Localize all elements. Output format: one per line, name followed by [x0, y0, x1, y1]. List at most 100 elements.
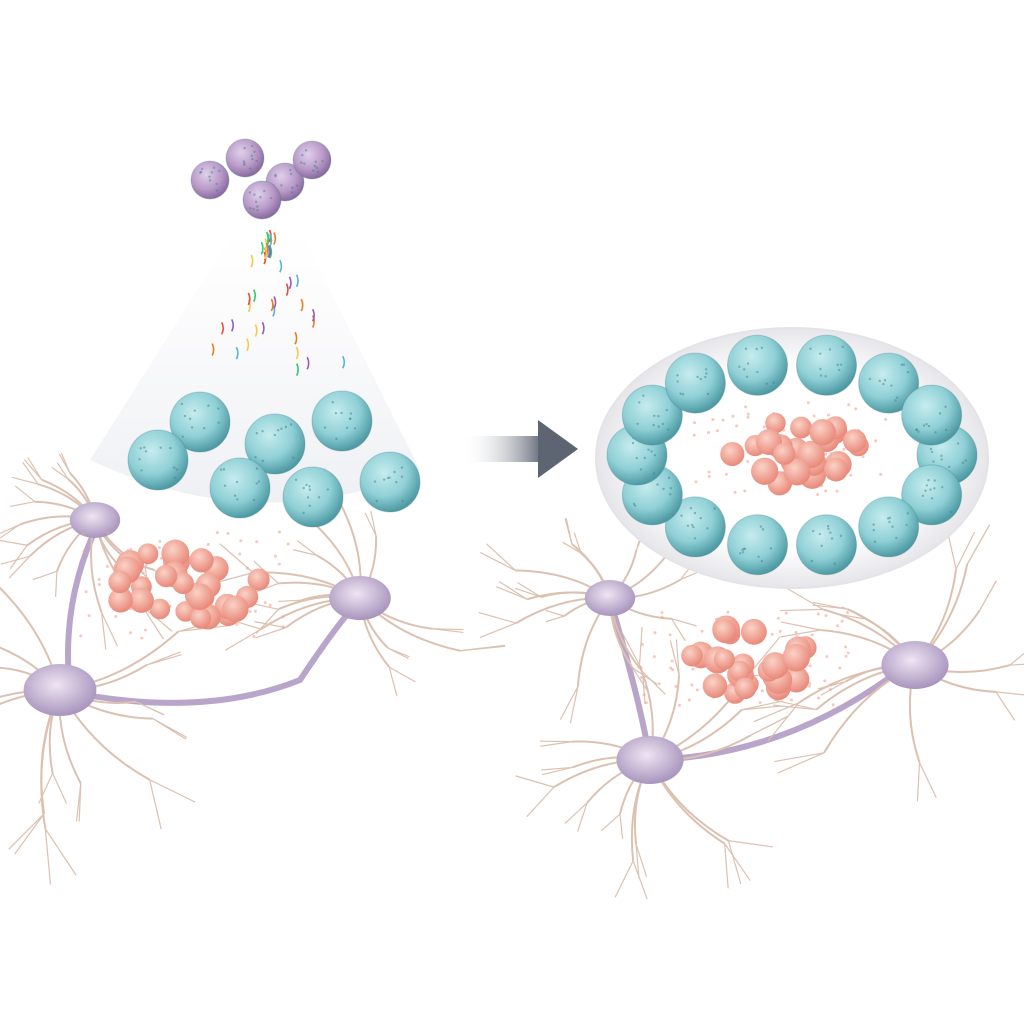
- dendrite-branch: [750, 715, 789, 736]
- debris: [707, 431, 711, 435]
- dendrite-branch: [496, 586, 528, 600]
- dendrite-branch: [918, 762, 937, 798]
- dendrite-branch: [52, 772, 68, 804]
- dendrite-branch: [812, 601, 848, 610]
- cell-texture: [375, 499, 378, 503]
- cytokine: [250, 254, 254, 268]
- cytokine: [247, 292, 251, 306]
- dendrite-branch: [541, 766, 573, 776]
- cell-texture: [669, 492, 672, 496]
- debris: [106, 531, 110, 535]
- cell-texture: [276, 429, 280, 432]
- cell-texture: [193, 409, 197, 412]
- cell-texture: [746, 362, 750, 365]
- dendrite-branch: [388, 666, 398, 697]
- cell-texture: [200, 167, 204, 171]
- dendrite-branch: [767, 702, 800, 742]
- cytokine: [288, 276, 292, 290]
- dendrite-branch: [14, 485, 36, 503]
- dendrite-branch: [541, 766, 573, 771]
- cell-texture: [929, 488, 932, 491]
- cell-texture: [388, 476, 391, 479]
- cell-texture: [215, 189, 219, 192]
- cell-texture: [138, 458, 141, 461]
- cell-texture: [254, 455, 257, 459]
- dendrite-branch: [675, 639, 680, 676]
- debris: [824, 452, 828, 456]
- cell-texture: [872, 523, 875, 526]
- dendrite-branch: [780, 629, 821, 638]
- cell-texture: [289, 172, 293, 176]
- cell-texture: [255, 467, 259, 470]
- cell-texture: [259, 196, 262, 199]
- cell-texture: [757, 555, 760, 559]
- debris: [639, 676, 643, 680]
- debris: [644, 701, 648, 705]
- cytokine: [254, 324, 258, 337]
- cell-texture: [139, 447, 142, 450]
- plaque-clump: [790, 416, 813, 439]
- debris: [711, 417, 715, 421]
- dendrite-branch: [135, 701, 165, 716]
- dendrite-branch: [632, 667, 650, 693]
- dendrite-branch: [777, 752, 825, 774]
- cell-texture: [642, 394, 645, 397]
- debris: [695, 688, 699, 692]
- debris: [825, 655, 829, 659]
- cell-texture: [251, 157, 254, 161]
- cell-texture: [306, 496, 310, 499]
- dendrite-branch: [526, 786, 555, 817]
- debris: [694, 480, 698, 484]
- teal-microglia-cell: [311, 390, 373, 452]
- dendrite-branch: [278, 599, 302, 603]
- debris: [762, 425, 766, 429]
- cytokine: [311, 308, 315, 322]
- debris: [263, 601, 267, 605]
- dendrite-branch: [149, 779, 196, 803]
- cell-texture: [772, 381, 775, 384]
- cell-texture: [274, 175, 277, 178]
- cell-texture: [699, 516, 702, 520]
- cell-texture: [665, 408, 668, 412]
- cell-texture: [891, 525, 894, 528]
- cell-texture: [933, 487, 936, 490]
- debris: [660, 615, 664, 619]
- purple-immune-cell: [292, 140, 332, 180]
- dendrite-branch: [480, 552, 516, 572]
- debris: [844, 654, 848, 658]
- debris: [235, 622, 239, 626]
- cell-texture: [868, 377, 872, 381]
- cytokine: [231, 318, 235, 332]
- debris: [828, 687, 832, 691]
- cell-texture: [395, 480, 398, 484]
- cell-texture: [308, 504, 311, 508]
- plaque-clump: [773, 442, 796, 465]
- cell-texture: [838, 368, 841, 372]
- dendrite-branch: [562, 541, 582, 554]
- cell-texture: [841, 345, 844, 349]
- plaque-clump: [734, 677, 757, 700]
- dendrite-branch: [995, 691, 1024, 696]
- plaque-clump: [128, 587, 154, 613]
- cell-texture: [743, 547, 747, 551]
- cell-texture: [273, 433, 277, 437]
- plaque-clump: [108, 570, 132, 594]
- cell-texture: [905, 523, 908, 527]
- dendrite-branch: [149, 779, 162, 830]
- cell-texture: [261, 459, 265, 463]
- cell-texture: [741, 548, 744, 552]
- cell-texture: [956, 442, 960, 445]
- debris: [79, 634, 83, 638]
- cell-texture: [759, 525, 763, 528]
- cell-texture: [827, 527, 830, 530]
- cell-texture: [294, 478, 298, 481]
- debris: [691, 667, 695, 671]
- cell-texture: [661, 422, 665, 426]
- cell-texture: [818, 532, 821, 536]
- neuron-network: [0, 452, 1024, 900]
- cell-texture: [400, 475, 404, 478]
- debris: [721, 418, 725, 422]
- cell-texture: [331, 401, 334, 404]
- debris: [835, 489, 839, 493]
- debris: [657, 682, 661, 686]
